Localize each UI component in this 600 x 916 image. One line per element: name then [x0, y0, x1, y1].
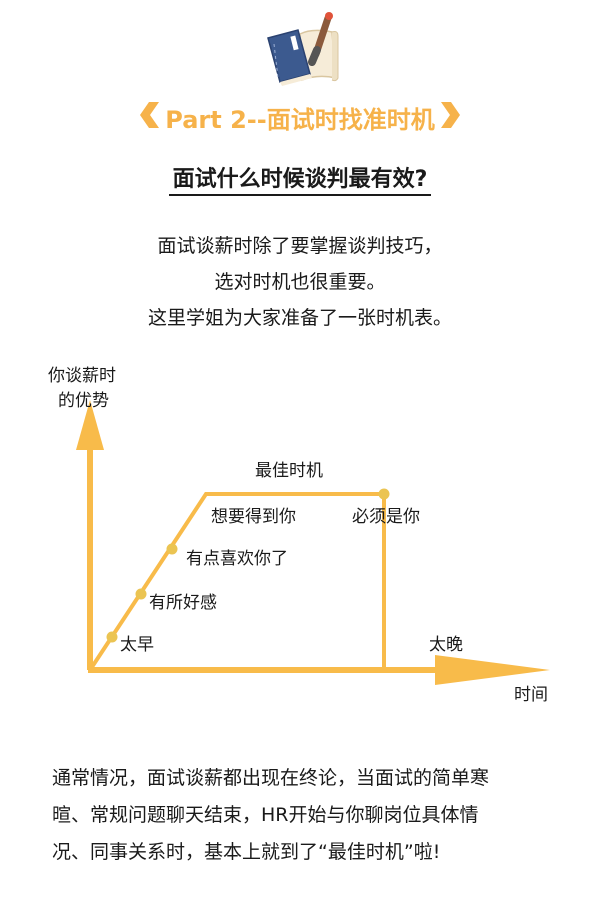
- footer-line: 况、同事关系时，基本上就到了“最佳时机”啦!: [52, 841, 441, 863]
- section-title: Part 2--面试时找准时机: [0, 100, 600, 140]
- stage-label: 太晚: [429, 635, 463, 655]
- chevron-left-icon: [139, 100, 161, 140]
- intro-line: 面试谈薪时除了要掌握谈判技巧，: [157, 235, 443, 257]
- peak-label: 最佳时机: [255, 461, 323, 481]
- book-and-pen-icon: [252, 4, 348, 86]
- footer-paragraph: 通常情况，面试谈薪都出现在终论，当面试的简单寒 暄、常规问题聊天结束，HR开始与…: [52, 760, 572, 871]
- x-axis-label: 时间: [514, 685, 548, 705]
- intro-paragraph: 面试谈薪时除了要掌握谈判技巧， 选对时机也很重要。 这里学姐为大家准备了一张时机…: [0, 228, 600, 336]
- y-axis-label-line1: 你谈薪时: [48, 366, 116, 386]
- intro-line: 这里学姐为大家准备了一张时机表。: [147, 307, 452, 329]
- timing-diagram: 你谈薪时 的优势 最佳时机 想要得到你 必须是你 有点喜欢你了 有所好感 太早 …: [0, 350, 600, 720]
- footer-line: 暄、常规问题聊天结束，HR开始与你聊岗位具体情: [52, 804, 479, 826]
- intro-line: 选对时机也很重要。: [214, 271, 386, 293]
- diagram-lines: [76, 400, 550, 685]
- stage-label: 太早: [120, 635, 154, 655]
- stage-label: 想要得到你: [211, 507, 296, 527]
- footer-line: 通常情况，面试谈薪都出现在终论，当面试的简单寒: [52, 767, 490, 789]
- stage-label: 有所好感: [149, 593, 217, 613]
- y-axis-label-line2: 的优势: [58, 391, 109, 411]
- chevron-right-icon: [439, 100, 461, 140]
- part-title-text: Part 2--面试时找准时机: [165, 106, 435, 134]
- question-heading: 面试什么时候谈判最有效?: [0, 164, 600, 196]
- stage-label: 必须是你: [352, 507, 420, 527]
- question-text: 面试什么时候谈判最有效?: [168, 167, 432, 196]
- stage-label: 有点喜欢你了: [186, 549, 288, 569]
